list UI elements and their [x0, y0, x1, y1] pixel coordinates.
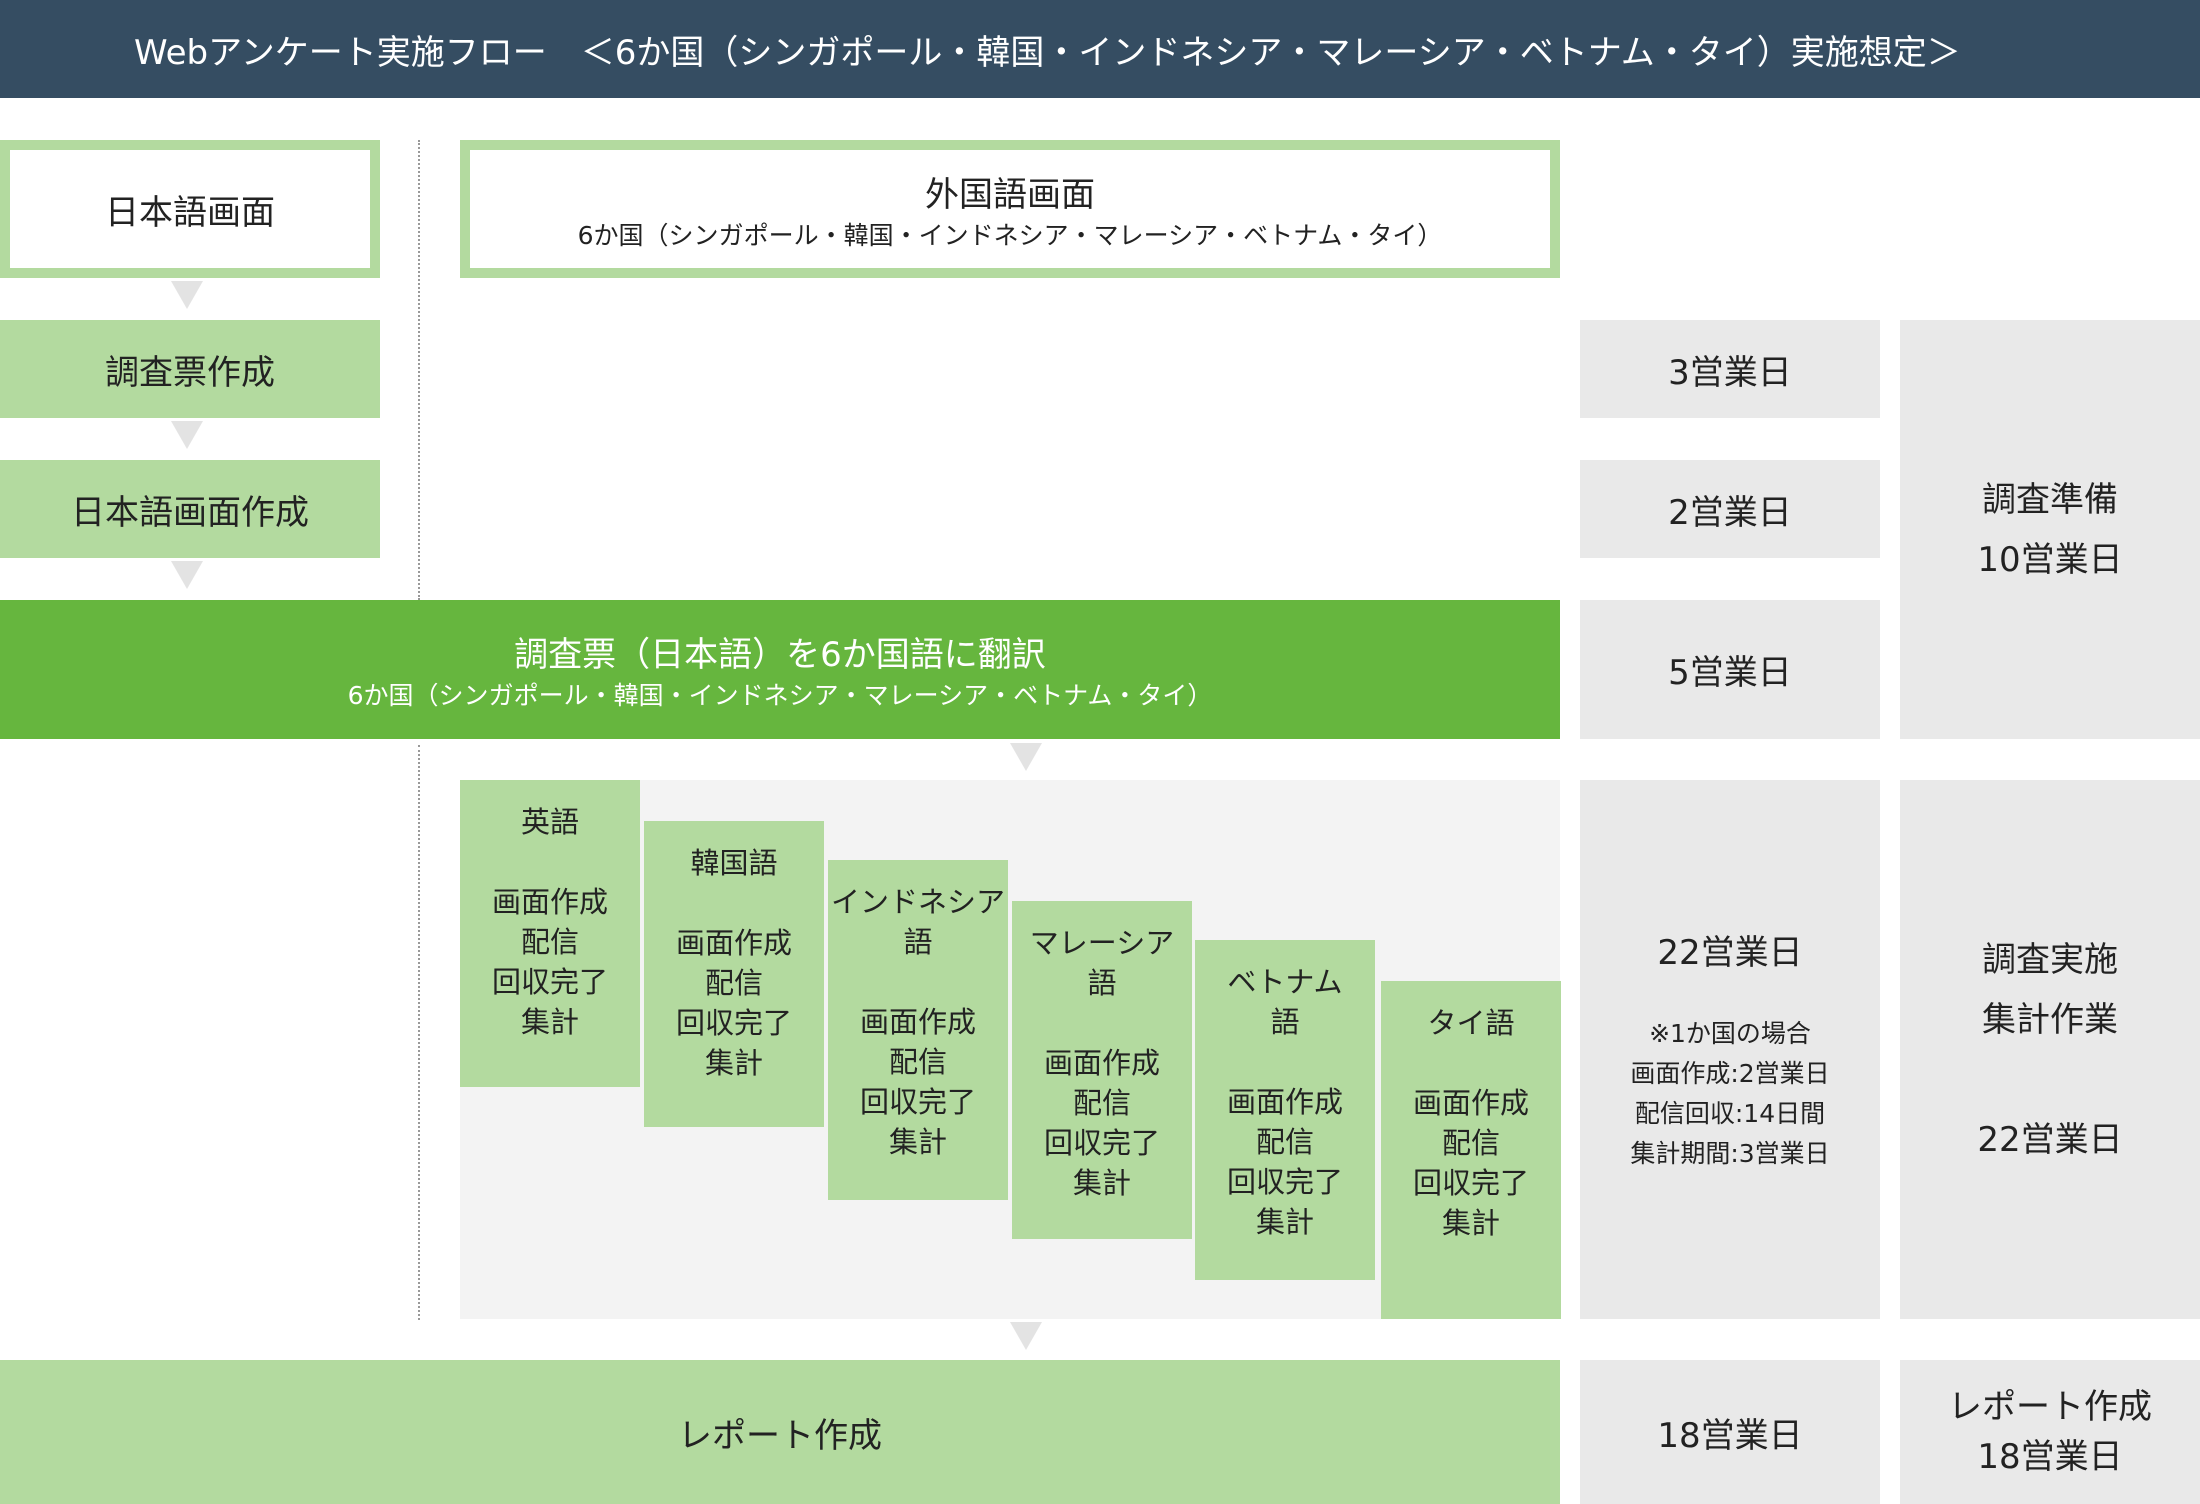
days-label: 5営業日 [1668, 653, 1792, 693]
language-task: 画面作成 [1043, 1046, 1160, 1080]
language-name: 英語 [520, 805, 579, 839]
note-line: 集計期間:3営業日 [1630, 1139, 1830, 1168]
foreign-screen-label: 外国語画面 [925, 174, 1095, 215]
foreign-screen-box: 外国語画面 6か国（シンガポール・韓国・インドネシア・マレーシア・ベトナム・タイ… [460, 140, 1560, 278]
phase-days: 18営業日 [1977, 1437, 2123, 1477]
phase-label: レポート作成 [1948, 1387, 2152, 1427]
phase-days: 22営業日 [1977, 1119, 2123, 1160]
phase-label: 調査実施 [1982, 939, 2118, 980]
language-name: ベトナム [1227, 965, 1343, 999]
language-task: 配信 [1255, 1125, 1314, 1159]
arrow-down-icon [171, 281, 203, 309]
language-task: 集計 [704, 1046, 763, 1080]
step-report: レポート作成 [0, 1360, 1560, 1504]
note-line: 配信回収:14日間 [1634, 1099, 1826, 1128]
language-task: 集計 [520, 1005, 579, 1039]
days-label: 2営業日 [1668, 492, 1792, 533]
language-task: 集計 [1072, 1166, 1131, 1200]
phase-label: 調査準備 [1982, 479, 2118, 520]
arrow-down-icon [1010, 743, 1042, 771]
language-task: 集計 [1255, 1205, 1314, 1239]
language-box: マレーシア語画面作成配信回収完了集計 [1012, 901, 1192, 1239]
arrow-down-icon [1010, 1322, 1042, 1350]
language-task: 回収完了 [1226, 1165, 1343, 1199]
language-task: 画面作成 [859, 1005, 976, 1039]
language-task: 回収完了 [859, 1085, 976, 1119]
phase-label: 集計作業 [1982, 999, 2118, 1040]
days-survey: 22営業日 ※1か国の場合 画面作成:2営業日 配信回収:14日間 集計期間:3… [1580, 780, 1880, 1319]
language-name: 語 [1270, 1005, 1300, 1039]
note-line: 画面作成:2営業日 [1630, 1059, 1830, 1088]
language-task: 回収完了 [491, 965, 608, 999]
language-task: 配信 [704, 966, 763, 1000]
language-name: タイ語 [1427, 1006, 1515, 1040]
phase-prep: 調査準備 10営業日 [1900, 320, 2200, 739]
foreign-screen-countries: 6か国（シンガポール・韓国・インドネシア・マレーシア・ベトナム・タイ） [577, 220, 1443, 250]
step-label: 調査票作成 [105, 352, 275, 393]
language-task: 画面作成 [1412, 1086, 1529, 1120]
language-task: 配信 [888, 1045, 947, 1079]
divider [418, 140, 420, 600]
step-questionnaire: 調査票作成 [0, 320, 380, 418]
page-title: Webアンケート実施フロー ＜6か国（シンガポール・韓国・インドネシア・マレーシ… [0, 0, 2200, 98]
language-task: 画面作成 [675, 926, 792, 960]
phase-days: 10営業日 [1977, 539, 2123, 580]
divider [418, 745, 420, 1320]
days-report: 18営業日 [1580, 1360, 1880, 1504]
language-box: ベトナム語画面作成配信回収完了集計 [1195, 940, 1375, 1280]
days-translation: 5営業日 [1580, 600, 1880, 739]
arrow-down-icon [171, 421, 203, 449]
days-questionnaire: 3営業日 [1580, 320, 1880, 418]
language-task: 回収完了 [675, 1006, 792, 1040]
language-name: 語 [903, 925, 933, 959]
language-box: 英語画面作成配信回収完了集計 [460, 780, 640, 1087]
language-task: 回収完了 [1043, 1126, 1160, 1160]
language-box: 韓国語画面作成配信回収完了集計 [644, 821, 824, 1127]
days-label: 3営業日 [1668, 352, 1792, 393]
language-panel [460, 780, 1560, 1319]
language-task: 画面作成 [1226, 1085, 1343, 1119]
arrow-down-icon [171, 561, 203, 589]
language-name: インドネシア [830, 885, 1005, 919]
language-name: 語 [1087, 966, 1117, 1000]
days-jp-screen: 2営業日 [1580, 460, 1880, 558]
language-task: 配信 [1072, 1086, 1131, 1120]
language-task: 集計 [888, 1125, 947, 1159]
step-label: レポート作成 [678, 1415, 882, 1456]
japanese-screen-box: 日本語画面 [0, 140, 380, 278]
days-label: 22営業日 [1657, 933, 1803, 973]
phase-survey: 調査実施 集計作業 22営業日 [1900, 780, 2200, 1319]
phase-report: レポート作成 18営業日 [1900, 1360, 2200, 1504]
language-task: 配信 [1441, 1126, 1500, 1160]
language-task: 集計 [1441, 1206, 1500, 1240]
language-name: 韓国語 [690, 846, 778, 880]
language-box: インドネシア語画面作成配信回収完了集計 [828, 860, 1008, 1200]
language-name: マレーシア [1029, 926, 1175, 960]
note-line: ※1か国の場合 [1649, 1019, 1811, 1048]
step-label: 日本語画面作成 [71, 492, 309, 533]
step-sublabel: 6か国（シンガポール・韓国・インドネシア・マレーシア・ベトナム・タイ） [347, 681, 1213, 710]
language-task: 画面作成 [491, 885, 608, 919]
step-label: 調査票（日本語）を6か国語に翻訳 [514, 635, 1046, 675]
step-translation: 調査票（日本語）を6か国語に翻訳 6か国（シンガポール・韓国・インドネシア・マレ… [0, 600, 1560, 739]
language-box: タイ語画面作成配信回収完了集計 [1381, 981, 1561, 1319]
japanese-screen-label: 日本語画面 [105, 192, 275, 233]
language-task: 回収完了 [1412, 1166, 1529, 1200]
days-label: 18営業日 [1657, 1415, 1803, 1456]
step-jp-screen: 日本語画面作成 [0, 460, 380, 558]
language-task: 配信 [520, 925, 579, 959]
